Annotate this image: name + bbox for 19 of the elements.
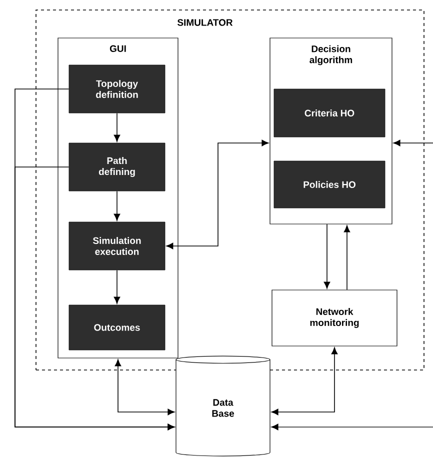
process-box: Criteria HO xyxy=(274,88,386,138)
arrow xyxy=(324,224,330,289)
arrow xyxy=(271,424,433,430)
arrow xyxy=(114,359,175,416)
arrow xyxy=(114,270,120,304)
arrow xyxy=(166,140,269,250)
process-box: Outcomes xyxy=(68,304,166,350)
database-cylinder: Data Base xyxy=(176,356,270,456)
arrow xyxy=(14,166,175,430)
arrow xyxy=(344,225,350,290)
process-box: Network monitoring xyxy=(272,290,398,346)
arrow xyxy=(114,112,120,142)
arrow xyxy=(114,190,120,221)
process-box: Path defining xyxy=(68,142,166,192)
process-box: Policies HO xyxy=(274,160,386,208)
arrow xyxy=(271,347,338,416)
process-box: Simulation execution xyxy=(68,222,166,270)
process-box: Topology definition xyxy=(68,64,166,114)
arrow xyxy=(393,140,433,146)
